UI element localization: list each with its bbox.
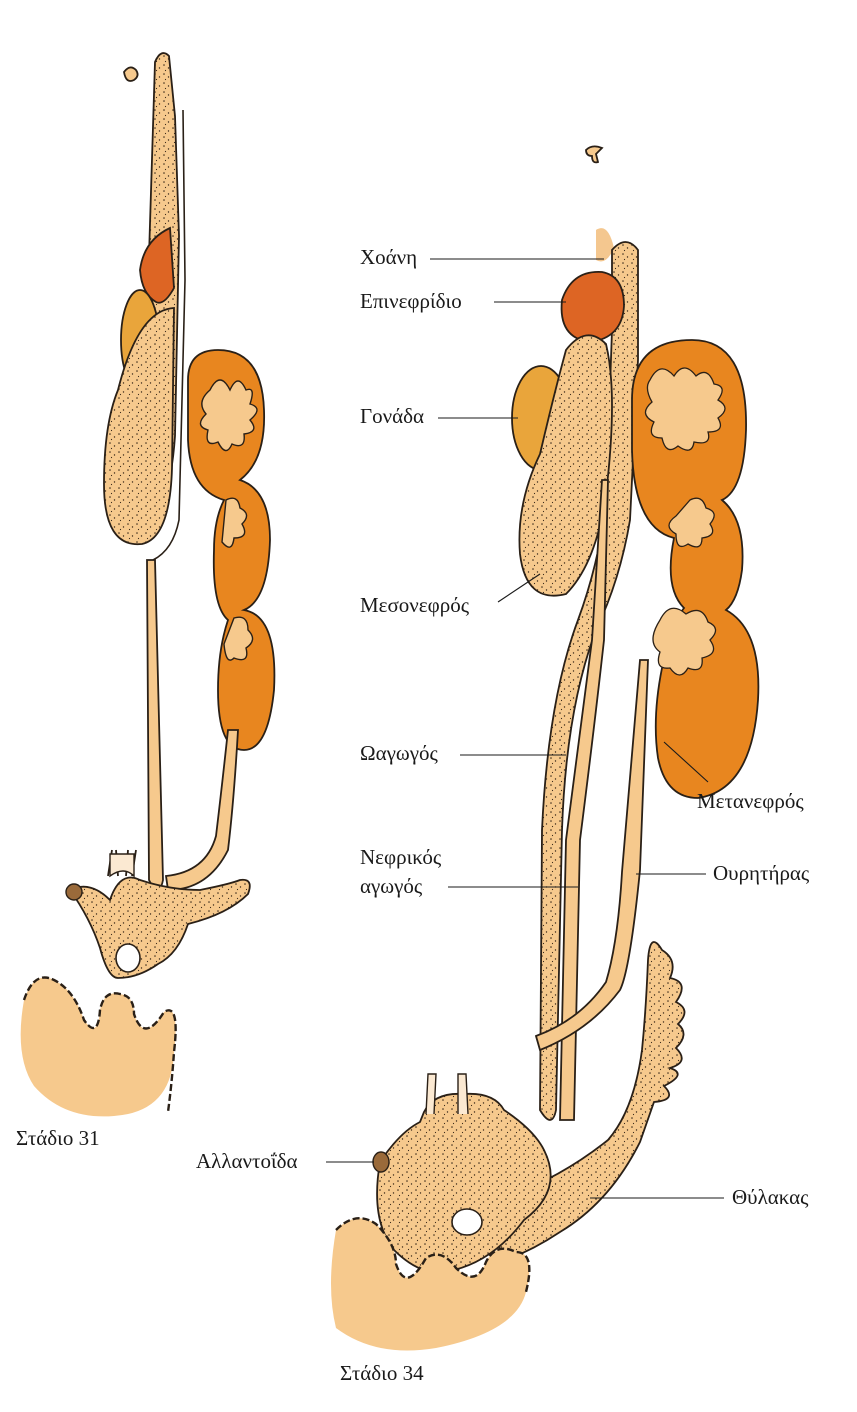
stage-34-diagram: Στάδιο 34 Χοάνη Επινεφρίδιο Γονάδα Μεσον… (196, 145, 810, 1385)
label-metanephros: Μετανεφρός (697, 789, 804, 813)
stage31-cloaca-opening (115, 943, 141, 973)
stage34-choane (596, 228, 614, 262)
label-nephric-duct-line1: Νεφρικός (360, 845, 442, 869)
leader-metanephros (663, 741, 709, 783)
stage31-metanephros (187, 349, 276, 751)
stage34-caption: Στάδιο 34 (340, 1361, 424, 1385)
stage34-allantois-stub (372, 1151, 390, 1173)
stage31-adrenal (139, 226, 175, 304)
stage34-nephrostome-fragment (585, 145, 604, 164)
stage34-mesonephros (518, 334, 613, 597)
stage34-adrenal (560, 271, 625, 343)
stage31-ureter (164, 729, 239, 891)
stage34-nephric-duct (559, 479, 609, 1121)
label-adrenal: Επινεφρίδιο (360, 289, 462, 313)
label-nephric-duct-line2: αγωγός (360, 874, 423, 898)
stage31-cloaca (68, 876, 251, 979)
stage31-hindgut-tube (109, 853, 135, 878)
leader-mesonephros (497, 573, 541, 603)
label-gonad: Γονάδα (360, 404, 424, 428)
stage34-kidney-lobule-pattern (644, 367, 726, 676)
stage31-gut-endoderm (20, 977, 176, 1117)
stage34-cloaca-opening (451, 1208, 483, 1236)
label-choane: Χοάνη (360, 245, 417, 269)
stage34-hindgut-tube (425, 1073, 469, 1115)
stage31-caption: Στάδιο 31 (16, 1126, 100, 1150)
stage34-oviduct (539, 241, 639, 1121)
label-ureter: Ουρητήρας (713, 861, 810, 885)
label-oviduct: Ωαγωγός (360, 741, 438, 765)
label-mesonephros: Μεσονεφρός (360, 593, 470, 617)
stage31-kidney-lobule-pattern (199, 379, 258, 661)
stage31-nephrostome-fragment (123, 66, 139, 82)
stage31-allantois-stub (65, 883, 83, 901)
stage34-ureter (534, 659, 649, 1052)
label-allantois: Αλλαντοΐδα (196, 1149, 298, 1173)
stage31-gut-epithelium (22, 976, 177, 1113)
label-bladder: Θύλακας (732, 1185, 809, 1209)
stage34-gut-endoderm (331, 1218, 530, 1351)
stage34-gut-epithelium (335, 1217, 531, 1293)
stage-31-diagram: Στάδιο 31 (16, 52, 276, 1150)
stage31-duct-upper (152, 109, 186, 561)
stage31-mesonephros (103, 307, 175, 546)
stage34-metanephros (631, 339, 760, 799)
stage31-nephric-duct (146, 559, 164, 891)
